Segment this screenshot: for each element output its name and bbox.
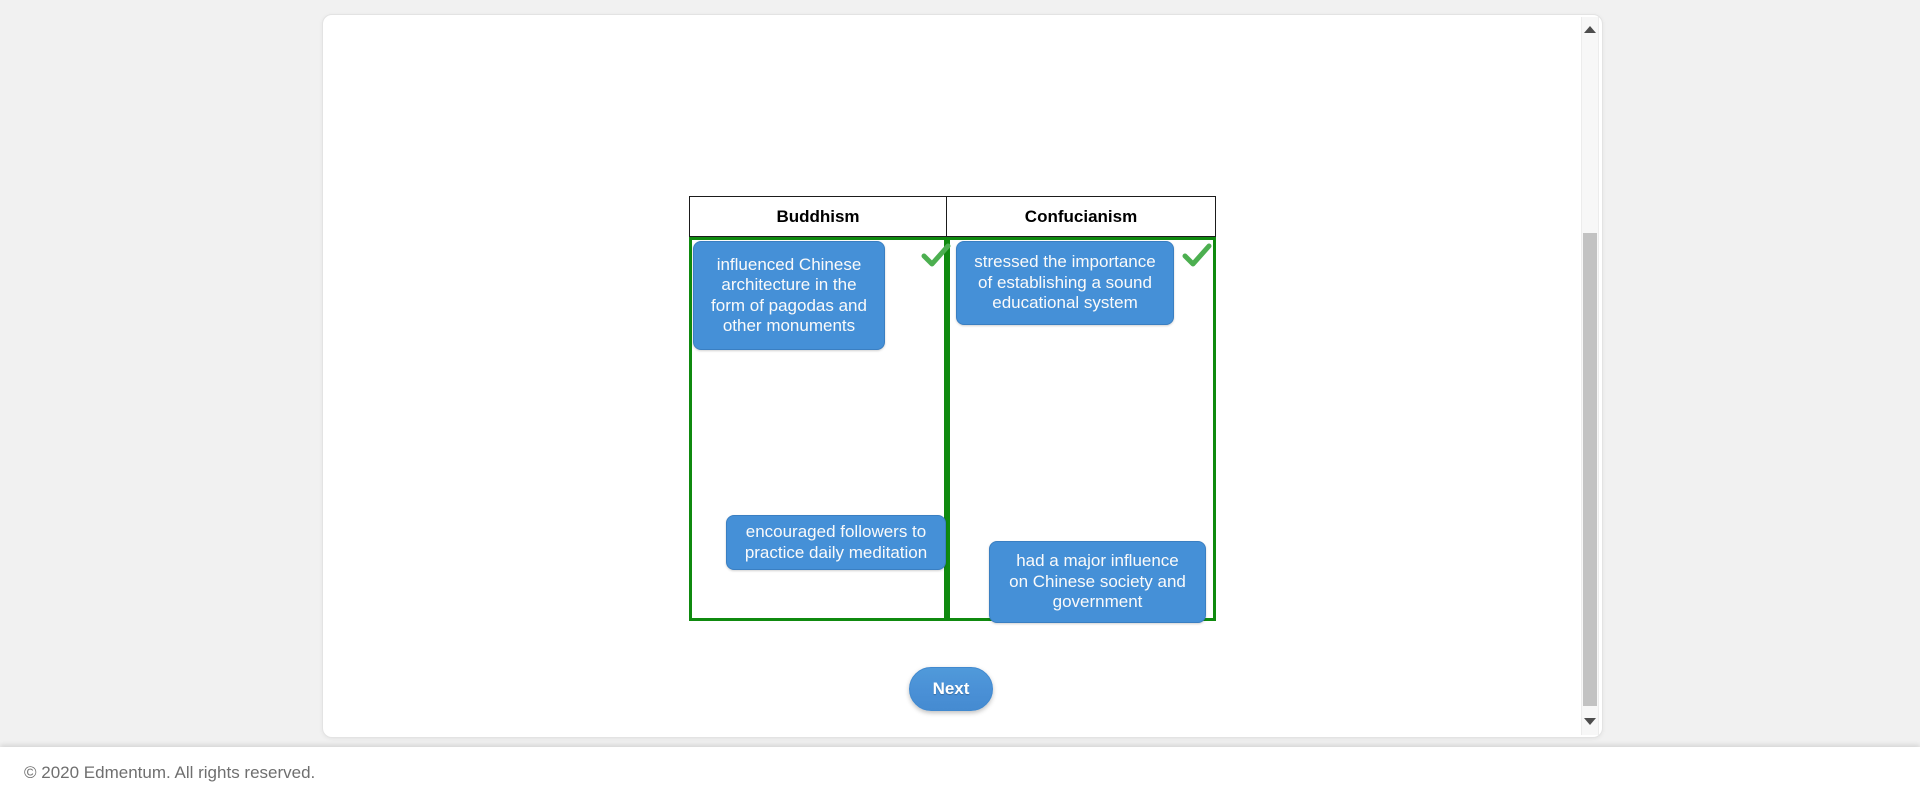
tile-text-line: other monuments — [722, 316, 856, 335]
answer-tile-educational-system[interactable]: stressed the importance of establishing … — [956, 241, 1174, 325]
tile-text-line: stressed the importance — [974, 252, 1156, 272]
tile-text-line: had a major influence — [1016, 551, 1179, 571]
tile-text-line: architecture in the — [721, 275, 857, 294]
copyright-text: © 2020 Edmentum. All rights reserved. — [24, 763, 316, 782]
answer-tile-meditation[interactable]: encouraged followers to practice daily m… — [726, 515, 946, 570]
tile-text-line: government — [1052, 592, 1143, 612]
tile-text-line: encouraged followers to — [745, 522, 927, 541]
tile-text-line: influenced Chinese — [716, 254, 862, 274]
page-footer: © 2020 Edmentum. All rights reserved. — [0, 747, 1920, 798]
vertical-scrollbar[interactable] — [1581, 17, 1599, 735]
content-panel: Buddhism Confucianism influenced Chinese… — [322, 14, 1603, 738]
column-header-confucianism: Confucianism — [1024, 206, 1138, 226]
tile-text-line: on Chinese society and — [1009, 571, 1186, 591]
next-button[interactable]: Next — [909, 667, 993, 711]
answer-tile-society-government[interactable]: had a major influence on Chinese society… — [989, 541, 1206, 623]
tile-text-line: practice daily meditation — [744, 542, 928, 562]
checkmark-icon — [921, 243, 951, 267]
chevron-up-icon[interactable] — [1584, 26, 1596, 33]
tile-text-line: form of pagodas and — [711, 295, 867, 315]
column-header-buddhism: Buddhism — [690, 197, 947, 236]
tile-text-line: of establishing a sound — [978, 272, 1152, 292]
checkmark-icon — [1182, 243, 1212, 267]
chevron-down-icon[interactable] — [1584, 718, 1596, 725]
answer-tile-pagodas[interactable]: influenced Chinese architecture in the f… — [693, 241, 885, 350]
category-table-header: Buddhism Confucianism — [689, 196, 1216, 237]
tile-text-line: educational system — [992, 293, 1138, 313]
scrollbar-thumb[interactable] — [1583, 233, 1597, 706]
